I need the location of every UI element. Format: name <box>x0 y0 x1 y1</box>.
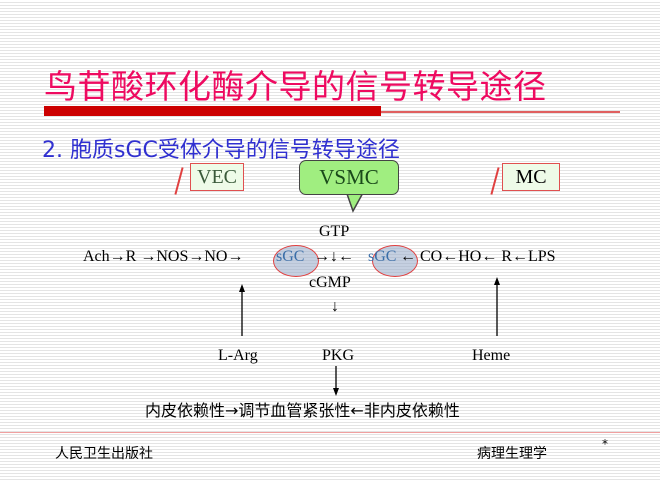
sgc-highlight-ellipse <box>273 245 319 277</box>
sgc-label: sGC <box>368 248 397 265</box>
footer-subject: 病理生理学 <box>477 446 547 462</box>
gtp-label: GTP <box>319 223 350 240</box>
cgmp-label: cGMP <box>309 274 351 291</box>
footer-publisher: 人民卫生出版社 <box>55 446 153 462</box>
down-arrow: ↓ <box>331 298 339 315</box>
title-underline-line <box>381 111 620 113</box>
sgc-label: sGC <box>276 248 305 265</box>
l-arg-label: L-Arg <box>218 347 258 364</box>
slide-subtitle: 2. 胞质sGC受体介导的信号转导途径 <box>42 138 400 163</box>
slide-title: 鸟苷酸环化酶介导的信号转导途径 <box>44 67 547 106</box>
mc-label-box: MC <box>502 163 560 191</box>
footer-mark: * <box>602 437 608 451</box>
pkg-label: PKG <box>322 347 355 364</box>
vec-label-box: VEC <box>190 163 244 191</box>
pathway-co-segment: ← CO←HO← R←LPS <box>400 248 556 265</box>
heme-label: Heme <box>472 347 511 364</box>
pathway-no-segment: Ach→R →NOS→NO→ <box>83 248 244 265</box>
title-underline-bar <box>44 106 381 116</box>
footer-divider <box>0 432 660 433</box>
vsmc-callout: VSMC <box>299 160 399 195</box>
pathway-center-arrows: →↓← <box>314 248 354 265</box>
sgc-highlight-ellipse <box>372 245 418 277</box>
vascular-tone-text: 内皮依赖性→调节血管紧张性←非内皮依赖性 <box>145 401 460 420</box>
